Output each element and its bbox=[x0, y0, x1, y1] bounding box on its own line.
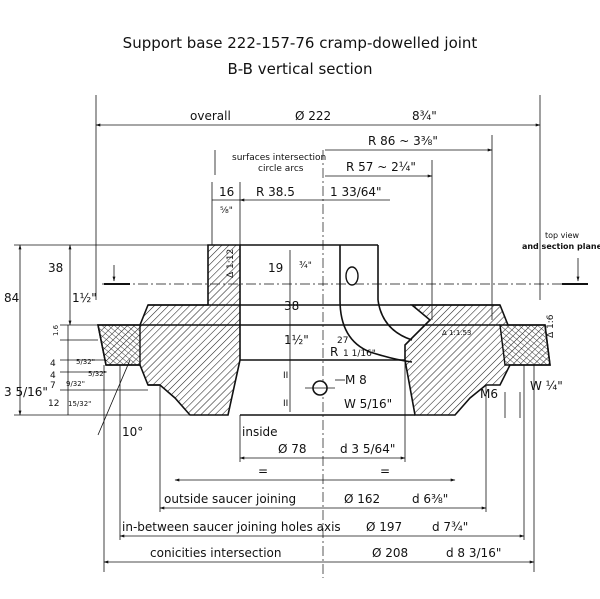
height-3-4: ¾" bbox=[299, 261, 312, 271]
title-line-1: Support base 222-157-76 cramp-dowelled j… bbox=[123, 34, 478, 52]
center-heights: 19 ¾" 38 1½" II II bbox=[268, 250, 312, 412]
height-84-dimension: 84 bbox=[4, 244, 208, 416]
radius-86-label: R 86 ~ 3⅜" bbox=[368, 134, 438, 148]
height-4-a: 4 bbox=[50, 359, 56, 369]
height-38-left: 38 bbox=[48, 261, 63, 275]
w1-4-label: W ¼" bbox=[530, 379, 563, 393]
height-15-32: 15/32" bbox=[68, 400, 91, 408]
d197-label: in-between saucer joining holes axis bbox=[122, 520, 341, 534]
flange-left-lip bbox=[97, 324, 141, 366]
radius-27-metric: 27 bbox=[337, 336, 348, 346]
flange-right-lip bbox=[499, 324, 551, 366]
d197-metric: Ø 197 bbox=[366, 520, 402, 534]
taper-mid: Δ 1:1.53 bbox=[442, 329, 471, 337]
parallel-mark-1: II bbox=[283, 371, 288, 381]
height-38-left-dimension: 38 1½" bbox=[48, 244, 98, 326]
surfaces-note-line-2: circle arcs bbox=[258, 164, 304, 174]
wall-16-metric: 16 bbox=[219, 185, 234, 199]
equal-dimension: = = bbox=[174, 464, 456, 482]
radius-38-metric: R 38.5 bbox=[256, 185, 295, 199]
radius-38-imperial: 1 33/64" bbox=[330, 185, 382, 199]
radius-27-prefix: R bbox=[330, 345, 338, 359]
equal-left: = bbox=[258, 464, 268, 478]
radius-57-dimension: R 57 ~ 2¼" bbox=[214, 150, 433, 320]
radius-38-dimension: R 38.5 1 33/64" bbox=[239, 185, 390, 202]
height-7: 7 bbox=[50, 381, 56, 391]
height-1-6: 1.6 bbox=[52, 324, 60, 336]
d208-metric: Ø 208 bbox=[372, 546, 408, 560]
wall-16-dimension: 16 ⅝" bbox=[211, 182, 241, 245]
d162-imperial: d 6⅜" bbox=[412, 492, 448, 506]
height-9-32: 9/32" bbox=[66, 380, 85, 388]
w5-16-label: W 5/16" bbox=[344, 397, 392, 411]
height-84: 84 bbox=[4, 291, 19, 305]
m6-label: M6 bbox=[480, 387, 498, 401]
section-arrow-right bbox=[562, 258, 588, 285]
top-view-line-2: and section plane bbox=[522, 242, 600, 251]
d208-dimension: conicities intersection Ø 208 d 8 3/16" bbox=[103, 365, 535, 572]
radius-27-dimension: 27 R 1 1/16" bbox=[330, 336, 376, 359]
equal-right: = bbox=[380, 464, 390, 478]
height-4-b: 4 bbox=[50, 371, 56, 381]
angle-line bbox=[97, 359, 131, 436]
dowel-hole-top bbox=[345, 266, 359, 286]
d162-metric: Ø 162 bbox=[344, 492, 380, 506]
d162-label: outside saucer joining bbox=[164, 492, 296, 506]
height-3-5-16: 3 5/16" bbox=[4, 385, 48, 399]
overall-metric: Ø 222 bbox=[295, 109, 331, 123]
height-1-5-center: 1½" bbox=[284, 333, 309, 347]
inside-label: inside bbox=[242, 425, 278, 439]
d162-dimension: outside saucer joining Ø 162 d 6⅜" bbox=[159, 385, 487, 512]
radius-27-imperial: 1 1/16" bbox=[343, 349, 376, 359]
d78-metric: Ø 78 bbox=[278, 442, 307, 456]
d78-imperial: d 3 5/64" bbox=[340, 442, 395, 456]
d208-imperial: d 8 3/16" bbox=[446, 546, 501, 560]
title-line-2: B-B vertical section bbox=[228, 60, 373, 78]
m8-label: M 8 bbox=[345, 373, 367, 387]
height-5-32-a: 5/32" bbox=[76, 358, 95, 366]
parallel-mark-2: II bbox=[283, 399, 288, 409]
overall-label: overall bbox=[190, 109, 231, 123]
radius-86-dimension: R 86 ~ 3⅜" bbox=[325, 134, 493, 320]
taper-left: Δ 1:12 bbox=[226, 249, 236, 278]
surfaces-note-line-1: surfaces intersection bbox=[232, 153, 326, 163]
section-arrow-left bbox=[104, 265, 130, 285]
overall-dimension: overall Ø 222 8¾" bbox=[95, 95, 541, 300]
top-view-line-1: top view bbox=[545, 231, 580, 240]
height-5-32-b: 5/32" bbox=[88, 370, 107, 378]
angle-10: 10° bbox=[122, 425, 143, 439]
taper-right: Δ 1:6 bbox=[546, 314, 556, 338]
wall-16-imperial: ⅝" bbox=[220, 206, 233, 216]
height-1-5-left: 1½" bbox=[72, 291, 97, 305]
small-heights-group: 1.6 4 5/32" 4 5/32" 7 9/32" 12 15/32" bbox=[48, 324, 148, 415]
d197-dimension: in-between saucer joining holes axis Ø 1… bbox=[119, 365, 525, 540]
height-38-center: 38 bbox=[284, 299, 299, 313]
d208-label: conicities intersection bbox=[150, 546, 281, 560]
height-19: 19 bbox=[268, 261, 283, 275]
height-12: 12 bbox=[48, 399, 59, 409]
radius-57-label: R 57 ~ 2¼" bbox=[346, 160, 416, 174]
d197-imperial: d 7¾" bbox=[432, 520, 468, 534]
d78-dimension: Ø 78 d 3 5/64" bbox=[239, 360, 406, 462]
central-body bbox=[140, 244, 500, 416]
overall-imperial: 8¾" bbox=[412, 109, 437, 123]
